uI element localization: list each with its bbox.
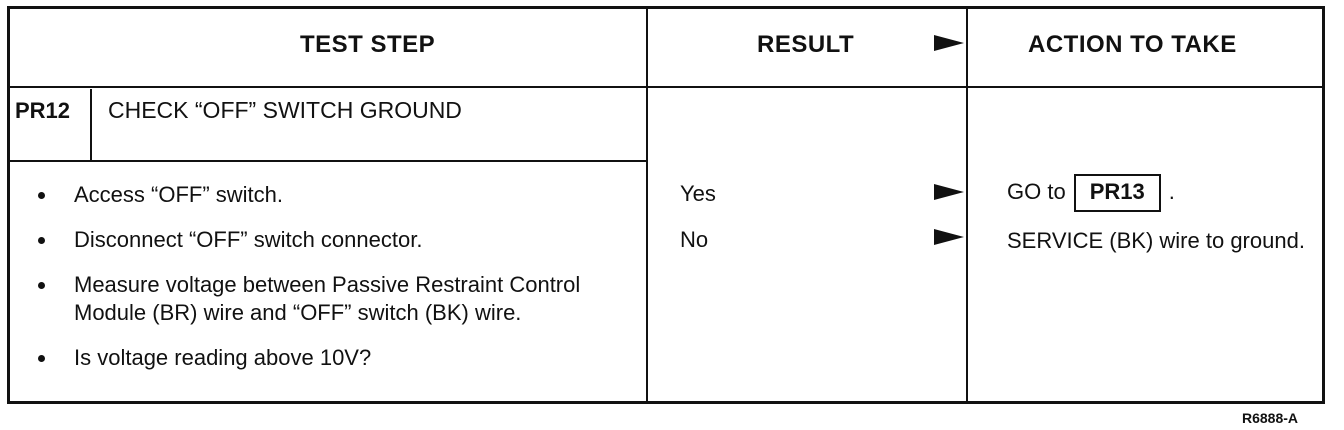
result-no: No — [680, 227, 709, 252]
goto-step-reference: PR13 — [1073, 174, 1161, 212]
step-divider — [10, 160, 646, 162]
diagnostic-table: TEST STEP RESULT ACTION TO TAKE PR12 CHE… — [7, 6, 1325, 404]
instruction-item: Access “OFF” switch. — [32, 181, 632, 209]
step-id-box — [10, 89, 92, 161]
instruction-item: Is voltage reading above 10V? — [32, 344, 632, 372]
column-divider-action — [966, 9, 968, 401]
action-no: SERVICE (BK) wire to ground. — [1007, 228, 1305, 253]
header-test-step: TEST STEP — [300, 31, 436, 58]
instruction-item: Disconnect “OFF” switch connector. — [32, 226, 632, 254]
action-yes: GO to PR13. — [1007, 174, 1175, 212]
instruction-item: Measure voltage between Passive Restrain… — [32, 271, 632, 327]
header-arrow-icon — [934, 35, 964, 51]
step-title: CHECK “OFF” SWITCH GROUND — [108, 97, 462, 123]
result-yes: Yes — [680, 181, 716, 206]
column-divider-result — [646, 9, 648, 401]
header-divider — [10, 86, 1322, 88]
header-action-to-take: ACTION TO TAKE — [1028, 31, 1237, 58]
action-yes-suffix: . — [1168, 179, 1175, 204]
action-yes-prefix: GO to — [1007, 179, 1066, 204]
result-yes-arrow-icon — [934, 184, 964, 200]
header-result: RESULT — [757, 31, 855, 58]
result-no-arrow-icon — [934, 229, 964, 245]
step-id: PR12 — [15, 98, 71, 123]
figure-id: R6888-A — [1242, 410, 1299, 426]
instruction-list: Access “OFF” switch. Disconnect “OFF” sw… — [32, 181, 632, 389]
